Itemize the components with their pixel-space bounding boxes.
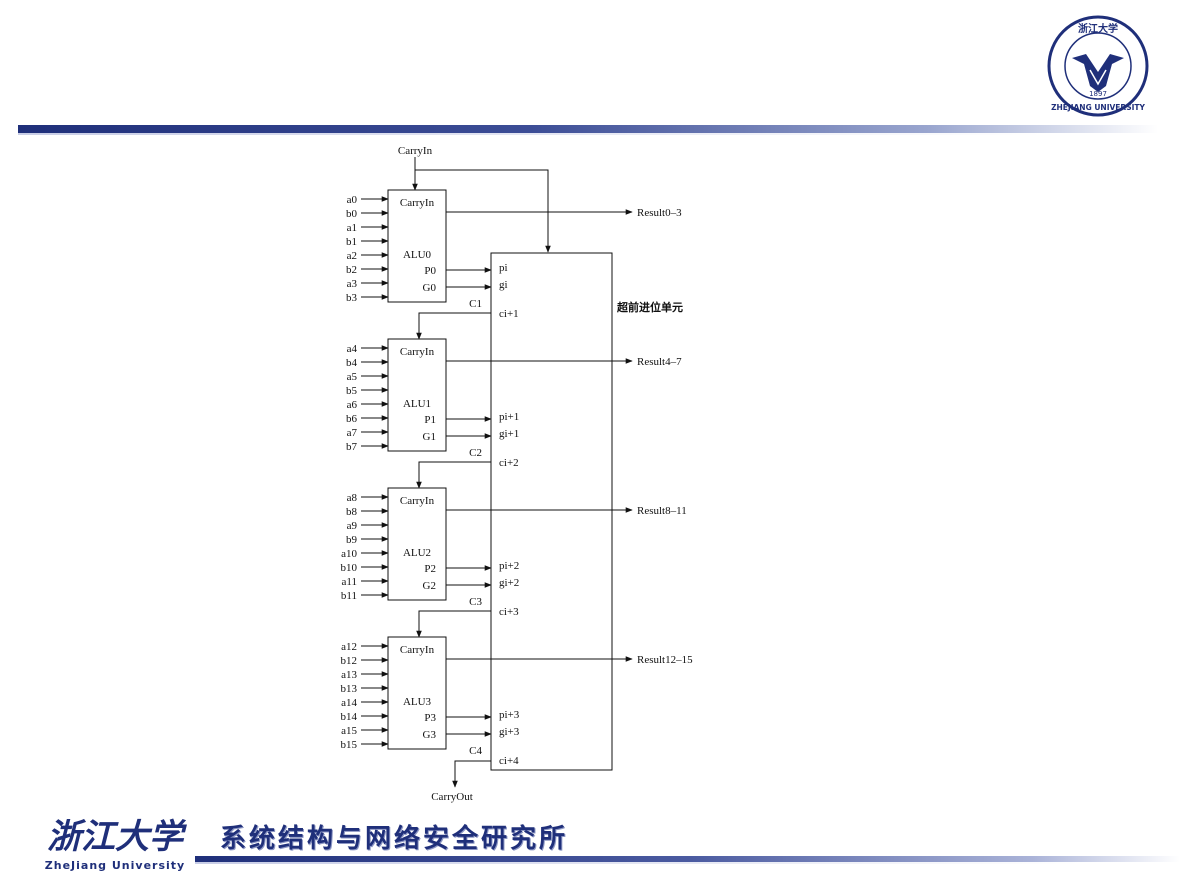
- alu-3-p-label: P3: [424, 712, 436, 724]
- alu-3-g-label: G3: [423, 729, 437, 741]
- alu-2-input-4-label: a10: [341, 548, 357, 560]
- lookahead-0-pi-label: pi: [499, 262, 508, 274]
- alu-1-g-label: G1: [423, 431, 436, 443]
- alu-0-input-0-label: a0: [347, 194, 358, 206]
- alu-0-input-3-label: b1: [346, 236, 357, 248]
- alu-2-input-0-label: a8: [347, 492, 358, 504]
- alu-2-p-label: P2: [424, 563, 436, 575]
- alu-2-input-3-label: b9: [346, 534, 358, 546]
- carry-4-label: C4: [469, 745, 482, 757]
- alu-3-input-0-label: a12: [341, 641, 357, 653]
- alu-2-input-7-label: b11: [341, 590, 357, 602]
- alu-3-box: [387, 636, 447, 750]
- alu-1-carryin-label: CarryIn: [400, 346, 435, 358]
- alu-1-input-0-label: a4: [347, 343, 358, 355]
- lookahead-3-ci-label: ci+4: [499, 755, 519, 767]
- carry-3-label: C3: [469, 596, 482, 608]
- calligraphy-logo-icon: 浙江大学: [47, 817, 187, 857]
- alu-0-name: ALU0: [403, 249, 432, 261]
- alu-3-result-label: Result12–15: [637, 654, 693, 666]
- lookahead-3-gi-label: gi+3: [499, 726, 520, 738]
- alu-0-box: [387, 189, 447, 303]
- footer-logo-english: ZheJiang University: [44, 859, 186, 872]
- alu-1-input-7-label: b7: [346, 441, 358, 453]
- alu-1-input-1-label: b4: [346, 357, 358, 369]
- alu-1-input-4-label: a6: [347, 399, 358, 411]
- alu-3-input-3-label: b13: [341, 683, 358, 695]
- lookahead-3-pi-label: pi+3: [499, 709, 520, 721]
- alu-0-result-label: Result0–3: [637, 207, 682, 219]
- alu-2-carryin-label: CarryIn: [400, 495, 435, 507]
- carry-in-wires: [412, 157, 551, 253]
- alu-2-input-2-label: a9: [347, 520, 358, 532]
- alu-0-g-label: G0: [423, 282, 437, 294]
- alu-0-input-4-label: a2: [347, 250, 357, 262]
- footer-logo-text: 浙江大学: [47, 817, 187, 857]
- carry-out-wire: [452, 760, 491, 788]
- seal-top-text: 浙江大学: [1078, 22, 1118, 35]
- alu-3-input-6-label: a15: [341, 725, 357, 737]
- alu-1-result-label: Result4–7: [637, 356, 682, 368]
- alu-3-input-1-label: b12: [341, 655, 358, 667]
- lookahead-0-gi-label: gi: [499, 279, 508, 291]
- alu-1-input-3-label: b5: [346, 385, 358, 397]
- alu-2-g-label: G2: [423, 580, 436, 592]
- alu-0-input-5-label: b2: [346, 264, 357, 276]
- lookahead-unit-box: [490, 252, 613, 771]
- alu-0-input-1-label: b0: [346, 208, 358, 220]
- carry-2-label: C2: [469, 447, 482, 459]
- alu-3-input-7-label: b15: [341, 739, 358, 751]
- alu-0-input-2-label: a1: [347, 222, 357, 234]
- alu-2-name: ALU2: [403, 547, 431, 559]
- lookahead-1-gi-label: gi+1: [499, 428, 519, 440]
- alu-0-input-7-label: b3: [346, 292, 358, 304]
- carry-in-label: CarryIn: [398, 145, 433, 157]
- alu-3-input-4-label: a14: [341, 697, 357, 709]
- carry-3-wire: [416, 610, 491, 638]
- lookahead-1-pi-label: pi+1: [499, 411, 519, 423]
- zju-seal-logo: 浙江大学 1897 ZHEJIANG UNIVERSITY: [1047, 15, 1149, 117]
- alu-2-input-1-label: b8: [346, 506, 358, 518]
- carry-2-wire: [416, 461, 491, 489]
- alu-3-name: ALU3: [403, 696, 432, 708]
- alu-1-p-label: P1: [424, 414, 436, 426]
- alu-1-name: ALU1: [403, 398, 431, 410]
- carry-out-label: CarryOut: [431, 791, 473, 803]
- alu-0-p-label: P0: [424, 265, 436, 277]
- alu-1-input-6-label: a7: [347, 427, 358, 439]
- carry-1-label: C1: [469, 298, 482, 310]
- lookahead-2-ci-label: ci+3: [499, 606, 519, 618]
- alu-2-box: [387, 487, 447, 601]
- alu-0-input-6-label: a3: [347, 278, 358, 290]
- footer-rule: [195, 856, 1180, 864]
- lookahead-unit-label: 超前进位单元: [616, 300, 683, 314]
- alu-1-input-5-label: b6: [346, 413, 358, 425]
- zju-footer-logo: 浙江大学 ZheJiang University: [40, 812, 190, 872]
- carry-1-wire: [416, 312, 491, 340]
- footer-title: 系统结构与网络安全研究所: [220, 824, 569, 854]
- seal-bottom-text: ZHEJIANG UNIVERSITY: [1051, 103, 1145, 112]
- lookahead-0-ci-label: ci+1: [499, 308, 519, 320]
- alu-1-box: [387, 338, 447, 452]
- alu-2-result-label: Result8–11: [637, 505, 687, 517]
- seal-year: 1897: [1089, 90, 1107, 98]
- alu-2-input-6-label: a11: [342, 576, 357, 588]
- alu-1-input-2-label: a5: [347, 371, 358, 383]
- alu-2-input-5-label: b10: [341, 562, 358, 574]
- lookahead-2-gi-label: gi+2: [499, 577, 519, 589]
- alu-0-carryin-label: CarryIn: [400, 197, 435, 209]
- alu-3-input-2-label: a13: [341, 669, 357, 681]
- lookahead-1-ci-label: ci+2: [499, 457, 519, 469]
- header-rule: [18, 125, 1158, 135]
- lookahead-2-pi-label: pi+2: [499, 560, 519, 572]
- alu-3-carryin-label: CarryIn: [400, 644, 435, 656]
- alu-3-input-5-label: b14: [341, 711, 358, 723]
